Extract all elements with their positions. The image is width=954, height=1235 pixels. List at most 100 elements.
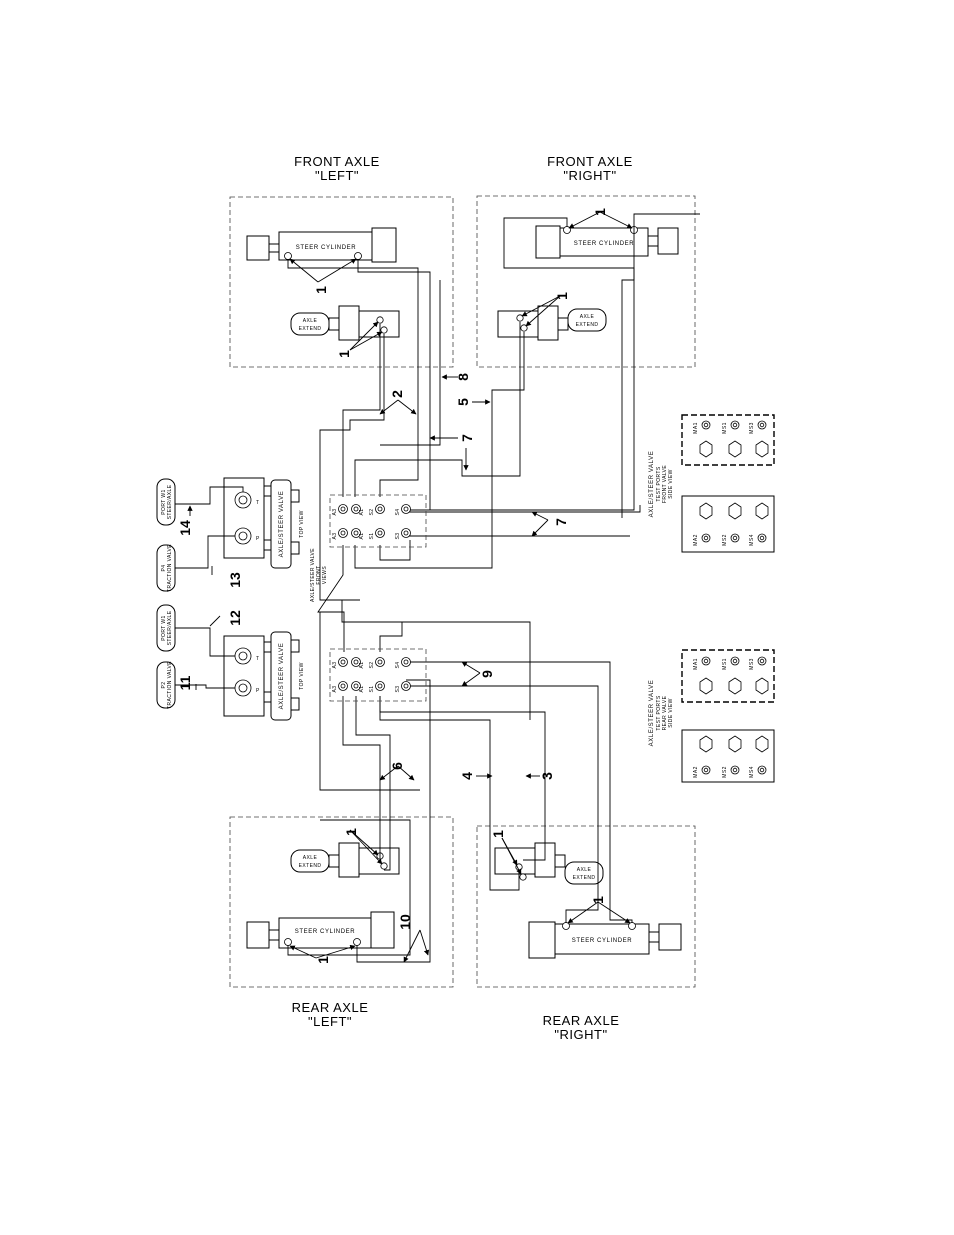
- front-right-axle-port-a: [516, 314, 524, 322]
- rear-right-axle-extend: AXLE EXTEND: [494, 842, 604, 885]
- svg-text:MS1: MS1: [722, 658, 728, 669]
- rear-right-cylinder-port-b: [628, 922, 636, 930]
- front-port-s1: S1: [369, 533, 375, 540]
- tag-p2-traction: P2 TRACTION VALVE: [156, 661, 176, 709]
- svg-text:PORT W1: PORT W1: [161, 489, 167, 514]
- callout-1-rl-cyl: 1: [315, 956, 331, 964]
- rear-port-a3-bottom: A3: [332, 686, 338, 693]
- title-front-right-line2: "RIGHT": [563, 168, 616, 183]
- rear-valve-manifold: A3 A1 S2 S4 A3 A1 S1 S3: [329, 648, 427, 702]
- title-front-left-line1: FRONT AXLE: [294, 154, 380, 169]
- rear-left-steer-cylinder: STEER CYLINDER: [246, 911, 395, 949]
- rear-port-s4: S4: [395, 662, 401, 669]
- callout-1-rr-cyl: 1: [590, 896, 606, 904]
- svg-text:MS2: MS2: [722, 534, 728, 545]
- callout-leaders: [187, 211, 633, 963]
- front-left-cylinder-port-a: [284, 252, 292, 260]
- front-left-axle-label: AXLE: [303, 318, 318, 324]
- svg-text:P2: P2: [161, 682, 167, 689]
- title-rear-left-line2: "LEFT": [308, 1014, 352, 1029]
- svg-text:TRACTION VALVE: TRACTION VALVE: [167, 661, 173, 709]
- front-left-cylinder-port-b: [354, 252, 362, 260]
- callout-numbers: 1 1 1 1 2 8 5 7 7 9 6 4 3 1 1 1 10 1 14 …: [177, 208, 608, 964]
- test-ports-front-label: AXLE/STEER VALVE TEST PORTS FRONT VALVE …: [649, 451, 674, 518]
- front-right-axle-label: AXLE: [580, 314, 595, 320]
- svg-text:TEST PORTS: TEST PORTS: [656, 466, 662, 501]
- rear-right-extend-label: EXTEND: [573, 875, 596, 881]
- svg-text:MS3: MS3: [749, 422, 755, 433]
- title-front-right-line1: FRONT AXLE: [547, 154, 633, 169]
- front-port-a3: A3: [332, 509, 338, 516]
- front-valve-top-view: T P AXLE/STEER VALVE TOP VIEW: [223, 477, 305, 569]
- title-rear-right-line1: REAR AXLE: [543, 1013, 620, 1028]
- callout-14: 14: [177, 520, 193, 536]
- rear-port-s1: S1: [369, 686, 375, 693]
- rear-left-axle-extend: AXLE EXTEND: [290, 842, 400, 878]
- rear-left-extend-label: EXTEND: [299, 863, 322, 869]
- svg-text:TRACTION VALVE: TRACTION VALVE: [167, 544, 173, 592]
- svg-text:REAR VALVE: REAR VALVE: [662, 695, 668, 730]
- callout-11: 11: [177, 675, 193, 690]
- svg-text:STEER/AXLE: STEER/AXLE: [167, 484, 173, 519]
- front-top-view-label: AXLE/STEER VALVE: [279, 491, 285, 558]
- front-left-steer-cylinder: STEER CYLINDER: [246, 227, 397, 263]
- callout-8: 8: [455, 373, 471, 381]
- front-right-axle-extend: AXLE EXTEND: [497, 305, 607, 341]
- front-port-a1: A1: [359, 533, 365, 540]
- callout-7-right: 7: [553, 518, 569, 526]
- test-ports-rear-upper: MA1 MS1 MS3: [681, 649, 775, 703]
- title-rear-left-line1: REAR AXLE: [292, 1000, 369, 1015]
- callout-1-fl-axle: 1: [336, 350, 352, 358]
- rear-port-t: T: [256, 656, 259, 662]
- front-left-extend-label: EXTEND: [299, 326, 322, 332]
- front-left-axle-port-a: [376, 316, 384, 324]
- test-ports-rear-label: AXLE/STEER VALVE TEST PORTS REAR VALVE S…: [649, 680, 674, 747]
- rear-right-steer-cylinder: STEER CYLINDER: [528, 921, 682, 959]
- svg-text:P4: P4: [161, 565, 167, 572]
- svg-text:MS1: MS1: [722, 422, 728, 433]
- test-ports-rear-lower: MA2 MS2 MS4: [681, 729, 775, 783]
- callout-9: 9: [479, 670, 495, 678]
- front-port-p: P: [256, 536, 260, 542]
- rear-top-view-label: AXLE/STEER VALVE: [279, 643, 285, 710]
- tag-p4-traction: P4 TRACTION VALVE: [156, 544, 176, 592]
- svg-text:MS4: MS4: [749, 766, 755, 777]
- svg-text:AXLE/STEER VALVE: AXLE/STEER VALVE: [310, 548, 316, 602]
- title-front-left-line2: "LEFT": [315, 168, 359, 183]
- left-feed-lines: [175, 486, 244, 689]
- callout-12: 12: [227, 610, 243, 626]
- test-ports-front-lower: MA2 MS2 MS4: [681, 495, 775, 553]
- title-front-left: FRONT AXLE "LEFT": [294, 154, 380, 183]
- callout-13: 13: [227, 572, 243, 588]
- title-rear-left: REAR AXLE "LEFT": [292, 1000, 369, 1029]
- rear-port-p: P: [256, 688, 260, 694]
- svg-text:AXLE/STEER VALVE: AXLE/STEER VALVE: [649, 680, 655, 747]
- rear-port-a1: A1: [359, 686, 365, 693]
- rear-left-cylinder-label: STEER CYLINDER: [295, 929, 355, 935]
- front-port-a1-top: A1: [359, 509, 365, 516]
- front-top-view-sub: TOP VIEW: [299, 510, 305, 537]
- callout-10: 10: [397, 914, 413, 930]
- callout-1-fr-axle: 1: [554, 292, 570, 300]
- svg-text:FRONT: FRONT: [316, 565, 322, 584]
- front-left-axle-extend: AXLE EXTEND: [290, 305, 400, 341]
- front-left-axle-port-b: [380, 326, 388, 334]
- rear-right-zone: [476, 825, 696, 988]
- tag-port-w1-front: PORT W1 STEER/AXLE: [156, 478, 176, 526]
- front-right-extend-label: EXTEND: [576, 322, 599, 328]
- svg-text:MA1: MA1: [693, 658, 699, 669]
- svg-text:PORT W1: PORT W1: [161, 615, 167, 640]
- hose-lines: [287, 213, 700, 963]
- title-rear-right: REAR AXLE "RIGHT": [543, 1013, 620, 1042]
- title-front-right: FRONT AXLE "RIGHT": [547, 154, 633, 183]
- front-port-s4: S4: [395, 509, 401, 516]
- front-port-a3-bottom: A3: [332, 533, 338, 540]
- rear-left-cylinder-port-a: [284, 938, 292, 946]
- svg-text:MS3: MS3: [749, 658, 755, 669]
- title-rear-right-line2: "RIGHT": [554, 1027, 607, 1042]
- svg-text:STEER/AXLE: STEER/AXLE: [167, 610, 173, 645]
- rear-port-a1-top: A1: [359, 662, 365, 669]
- front-port-t: T: [256, 500, 259, 506]
- rear-port-s3: S3: [395, 686, 401, 693]
